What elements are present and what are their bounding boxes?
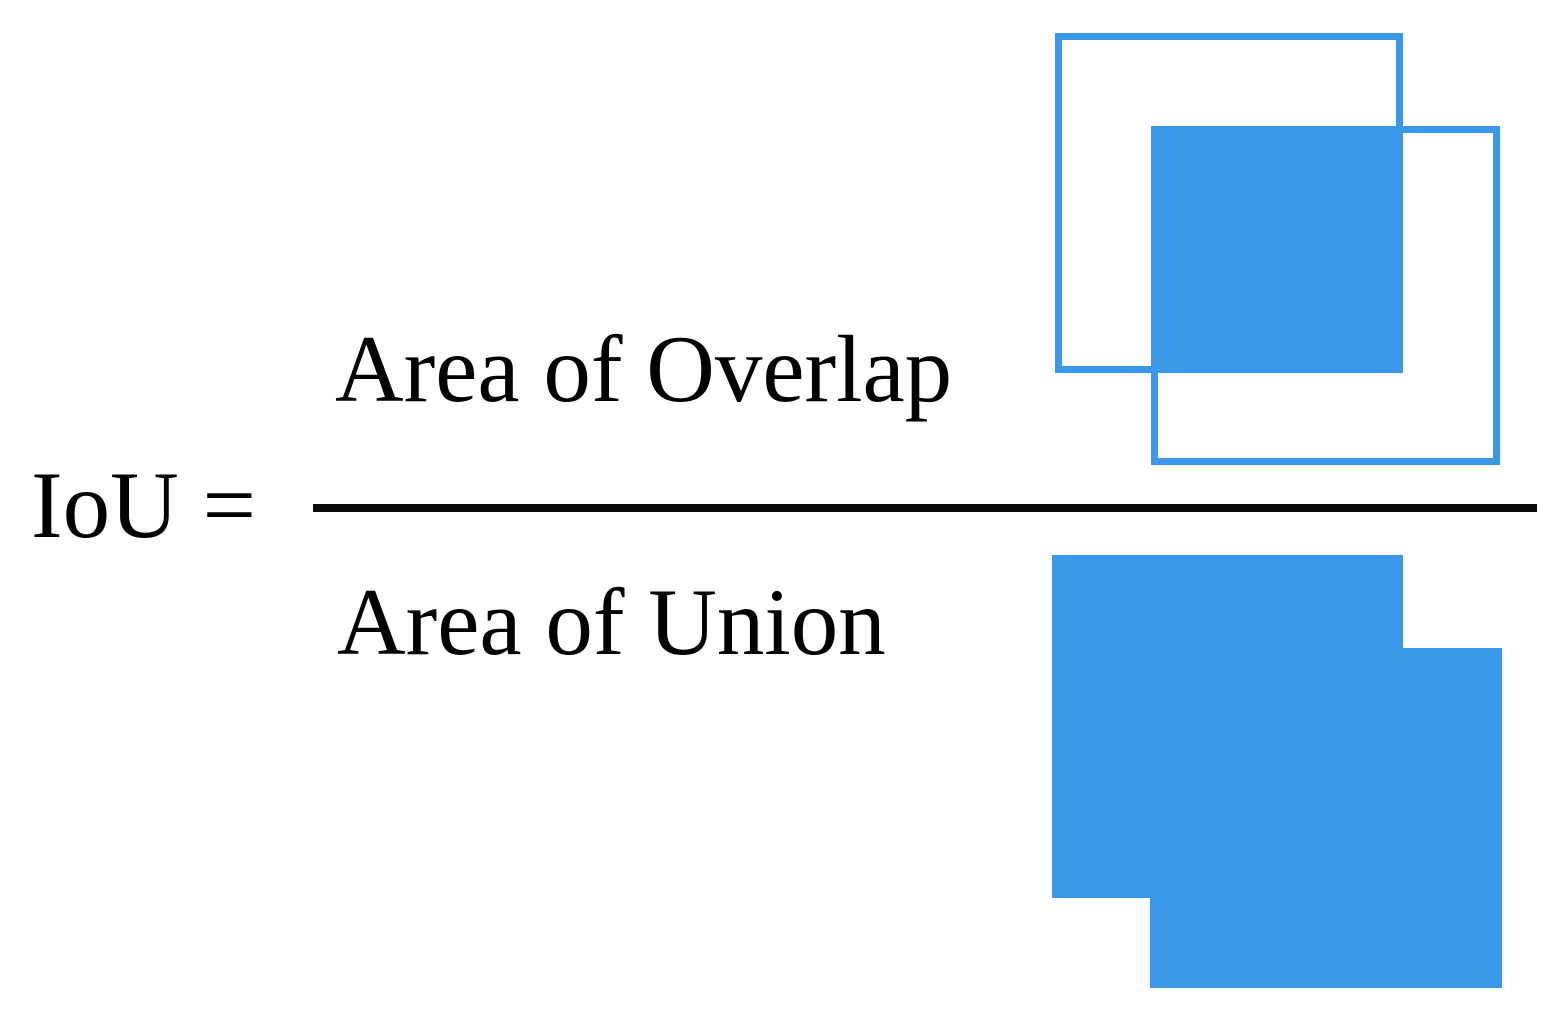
overlap-intersection-fill xyxy=(1151,126,1403,373)
union-box-b-fill xyxy=(1150,648,1502,988)
denominator-label: Area of Union xyxy=(337,569,886,675)
numerator-label: Area of Overlap xyxy=(335,316,953,422)
iou-equals-label: IoU = xyxy=(31,452,257,558)
fraction-bar xyxy=(313,504,1537,512)
